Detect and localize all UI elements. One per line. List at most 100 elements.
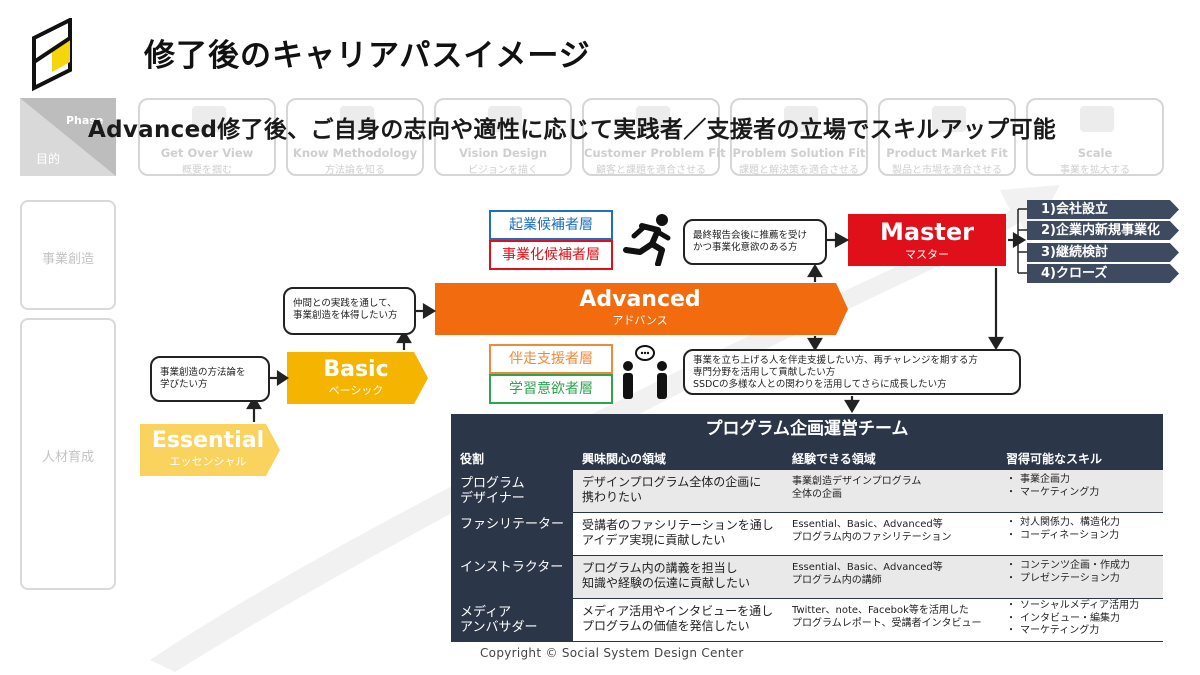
row-skills: 対人関係力、構造化力 コーディネーション力 <box>1006 517 1120 542</box>
header-interest: 興味関心の領域 <box>582 452 667 466</box>
row-experience: 事業創造デザインプログラム 全体の企画 <box>783 470 997 512</box>
note-basic: 仲間との実践を通して、 事業創造を体得したい方 <box>283 287 416 335</box>
phase-name: Problem Solution Fit <box>732 146 866 160</box>
row-skills: コンテンツ企画・作成力 プレゼンテーション力 <box>1006 560 1130 585</box>
row-interest: プログラム内の講義を担当し 知識や経験の伝達に貢献したい <box>573 556 783 598</box>
row-divider <box>573 512 1163 513</box>
table-row: プログラム デザイナー デザインプログラム全体の企画に 携わりたい 事業創造デザ… <box>451 470 1163 512</box>
phase-label: Phase <box>66 114 104 127</box>
note-support: 事業を立ち上げる人を伴走支援したい方、再チャレンジを期する方 専門分野を活用して… <box>683 349 1021 395</box>
team-table-header: 役割 興味関心の領域 経験できる領域 習得可能なスキル <box>451 444 1163 470</box>
phase-desc: 課題と解決策を適合させる <box>739 165 859 176</box>
phase-icon <box>636 106 670 132</box>
level-advanced: Advanced アドバンス <box>435 287 845 328</box>
candidate-learner: 学習意欲者層 <box>489 374 613 404</box>
row-experience: Essential、Basic、Advanced等 プログラム内の講師 <box>783 556 997 598</box>
phase-card-problem-solution-fit: Problem Solution Fit 課題と解決策を適合させる <box>730 98 868 176</box>
level-essential-name: Essential <box>151 428 265 453</box>
phase-desc: 製品と市場を適合させる <box>892 165 1002 176</box>
candidate-commercialize: 事業化候補者層 <box>489 240 613 270</box>
goal-item: 1)会社設立 <box>1027 200 1179 219</box>
candidate-founder: 起業候補者層 <box>489 210 613 240</box>
header-experience: 経験できる領域 <box>792 452 876 466</box>
purpose-label: 目的 <box>36 152 61 166</box>
skill-item: マーケティング力 <box>1006 625 1139 638</box>
phase-card-scale: Scale 事業を拡大する <box>1026 98 1164 176</box>
skill-item: プレゼンテーション力 <box>1006 573 1130 586</box>
goal-item: 2)企業内新規事業化 <box>1027 221 1179 240</box>
row-interest: 受講者のファシリテーションを通し アイデア実現に貢献したい <box>573 513 783 555</box>
table-row: メディア アンバサダー メディア活用やインタビューを通し プログラムの価値を発信… <box>451 599 1163 641</box>
side-box-business: 事業創造 <box>20 200 116 310</box>
skill-item: コーディネーション力 <box>1006 530 1120 543</box>
conversation-icon <box>623 345 667 399</box>
banner-message: Advanced修了後、ご自身の志向や適性に応じて実践者／支援者の立場でスキルア… <box>88 117 1057 143</box>
skill-item: ソーシャルメディア活用力 <box>1006 600 1139 613</box>
level-advanced-name: Advanced <box>579 287 701 312</box>
candidate-supporter: 伴走支援者層 <box>489 344 613 374</box>
note-master: 最終報告会後に推薦を受け かつ事業化意欲のある方 <box>683 219 827 265</box>
header-role: 役割 <box>460 452 485 466</box>
runner-icon <box>623 214 671 266</box>
phase-desc: 方法論を知る <box>325 165 385 176</box>
row-role: インストラクター <box>451 556 573 598</box>
phase-desc: 顧客と課題を適合させる <box>596 165 706 176</box>
basic-arrow <box>287 352 428 404</box>
side-label-talent: 人材育成 <box>41 450 94 465</box>
row-divider <box>573 598 1163 599</box>
skill-item: マーケティング力 <box>1006 487 1099 500</box>
phase-icon <box>932 106 966 132</box>
advanced-arrow <box>435 283 848 335</box>
level-master-name: Master <box>880 218 974 246</box>
row-role: メディア アンバサダー <box>451 599 573 641</box>
phase-name: Get Over View <box>160 146 254 160</box>
phase-icon <box>784 106 818 132</box>
row-role: プログラム デザイナー <box>451 470 573 512</box>
phase-icon <box>1080 106 1114 132</box>
level-advanced-sub: アドバンス <box>612 314 668 327</box>
note-essential: 事業創造の方法論を 学びたい方 <box>150 356 270 402</box>
phase-card-vision-design: Vision Design ビジョンを描く <box>434 98 572 176</box>
row-skills: ソーシャルメディア活用力 インタビュー・編集力 マーケティング力 <box>1006 600 1139 638</box>
table-row: インストラクター プログラム内の講義を担当し 知識や経験の伝達に貢献したい Es… <box>451 556 1163 598</box>
table-row: ファシリテーター 受講者のファシリテーションを通し アイデア実現に貢献したい E… <box>451 513 1163 555</box>
skill-item: 事業企画力 <box>1006 474 1099 487</box>
row-experience: Essential、Basic、Advanced等 プログラム内のファシリテーシ… <box>783 513 997 555</box>
phase-icon <box>488 106 522 132</box>
phase-header-corner <box>20 98 116 176</box>
master-box <box>848 214 1006 266</box>
copyright: Copyright © Social System Design Center <box>480 646 744 660</box>
row-interest: メディア活用やインタビューを通し プログラムの価値を発信したい <box>573 599 783 641</box>
phase-name: Customer Problem Fit <box>584 146 726 160</box>
level-master-sub: マスター <box>905 248 949 261</box>
phase-name: Product Market Fit <box>886 146 1008 160</box>
phase-name: Scale <box>1077 146 1113 160</box>
row-skills: 事業企画力 マーケティング力 <box>1006 474 1099 499</box>
phase-name: Vision Design <box>458 146 548 160</box>
phase-icon <box>340 106 374 132</box>
level-basic: Basic ベーシック <box>287 357 425 398</box>
skill-item: インタビュー・編集力 <box>1006 613 1139 626</box>
phase-desc: ビジョンを描く <box>468 165 538 176</box>
skill-item: コンテンツ企画・作成力 <box>1006 560 1130 573</box>
side-box-talent: 人材育成 <box>20 318 116 590</box>
header-skills: 習得可能なスキル <box>1006 452 1103 466</box>
row-role: ファシリテーター <box>451 513 573 555</box>
essential-arrow <box>140 424 280 476</box>
row-experience: Twitter、note、Facebok等を活用した プログラムレポート、受講者… <box>783 599 997 641</box>
phase-card-know-methodology: Know Methodology 方法論を知る <box>286 98 424 176</box>
skill-item: 対人関係力、構造化力 <box>1006 517 1120 530</box>
level-master: Master マスター <box>848 218 1006 262</box>
phase-icon <box>192 106 226 132</box>
team-title: プログラム企画運営チーム <box>705 419 909 439</box>
level-essential-sub: エッセンシャル <box>169 455 247 468</box>
phase-card-product-market-fit: Product Market Fit 製品と市場を適合させる <box>878 98 1016 176</box>
phase-desc: 概要を掴む <box>182 165 232 176</box>
level-essential: Essential エッセンシャル <box>140 428 276 469</box>
phase-desc: 事業を拡大する <box>1060 165 1130 176</box>
phase-card-customer-problem-fit: Customer Problem Fit 顧客と課題を適合させる <box>582 98 726 176</box>
goal-item: 4)クローズ <box>1027 264 1179 283</box>
side-label-business: 事業創造 <box>41 252 94 267</box>
page-title: 修了後のキャリアパスイメージ <box>144 38 591 74</box>
